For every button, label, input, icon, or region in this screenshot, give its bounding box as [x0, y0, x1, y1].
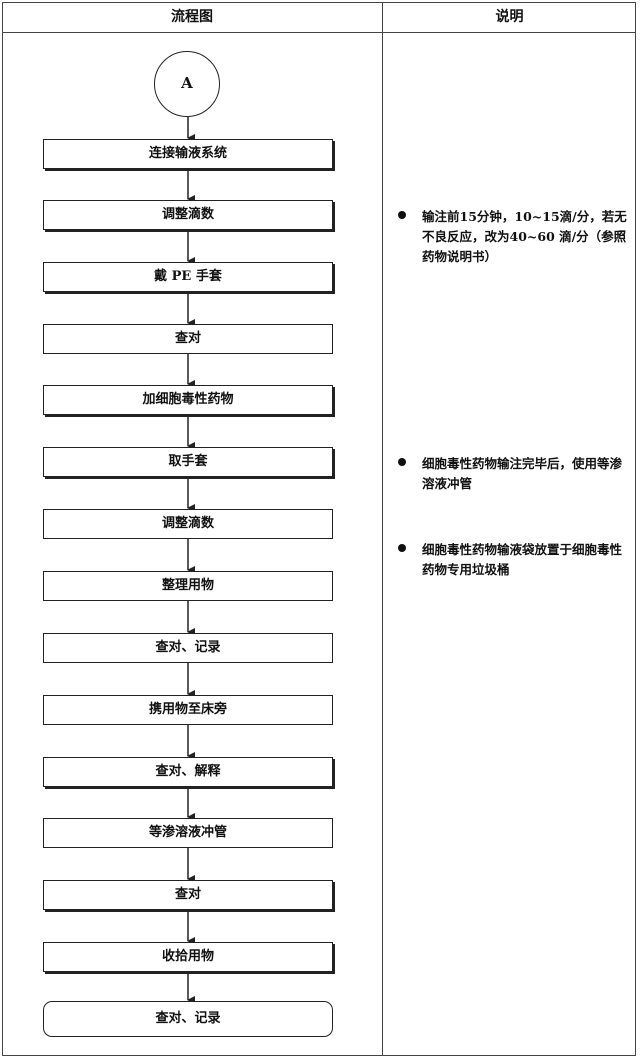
step-tidy-supplies: 整理用物: [43, 571, 333, 601]
note-text: 细胞毒性药物输注完毕后，使用等渗溶液冲管: [422, 456, 623, 491]
bullet-icon: [398, 458, 406, 466]
step-isotonic-flush: 等渗溶液冲管: [43, 818, 333, 848]
step-check-record-end: 查对、记录: [43, 1001, 333, 1037]
step-collect-supplies: 收拾用物: [43, 942, 333, 972]
note-text: 输注前15分钟，10~15滴/分，若无不良反应，改为40~60 滴/分（参照药物…: [422, 209, 627, 264]
bullet-icon: [398, 211, 406, 219]
step-connect-infusion-system: 连接输液系统: [43, 139, 333, 169]
step-adjust-drip-rate: 调整滴数: [43, 200, 333, 230]
step-remove-gloves: 取手套: [43, 447, 333, 477]
header-divider: [2, 32, 636, 33]
start-connector: A: [154, 51, 220, 117]
step-adjust-drip-rate-2: 调整滴数: [43, 509, 333, 539]
note-flush-after: 细胞毒性药物输注完毕后，使用等渗溶液冲管: [398, 454, 630, 494]
note-disposal: 细胞毒性药物输液袋放置于细胞毒性药物专用垃圾桶: [398, 540, 630, 580]
step-check-explain: 查对、解释: [43, 757, 333, 787]
column-divider: [382, 2, 383, 1056]
step-add-cytotoxic-drug: 加细胞毒性药物: [43, 385, 333, 415]
step-check-2: 查对: [43, 880, 333, 910]
step-check-record: 查对、记录: [43, 633, 333, 663]
header-notes: 说明: [495, 9, 524, 25]
step-put-on-pe-gloves: 戴 PE 手套: [43, 262, 333, 292]
step-bring-to-bedside: 携用物至床旁: [43, 695, 333, 725]
header-flowchart: 流程图: [171, 9, 213, 25]
note-text: 细胞毒性药物输液袋放置于细胞毒性药物专用垃圾桶: [422, 542, 623, 577]
note-drip-rate: 输注前15分钟，10~15滴/分，若无不良反应，改为40~60 滴/分（参照药物…: [398, 207, 630, 267]
bullet-icon: [398, 544, 406, 552]
step-check: 查对: [43, 324, 333, 354]
